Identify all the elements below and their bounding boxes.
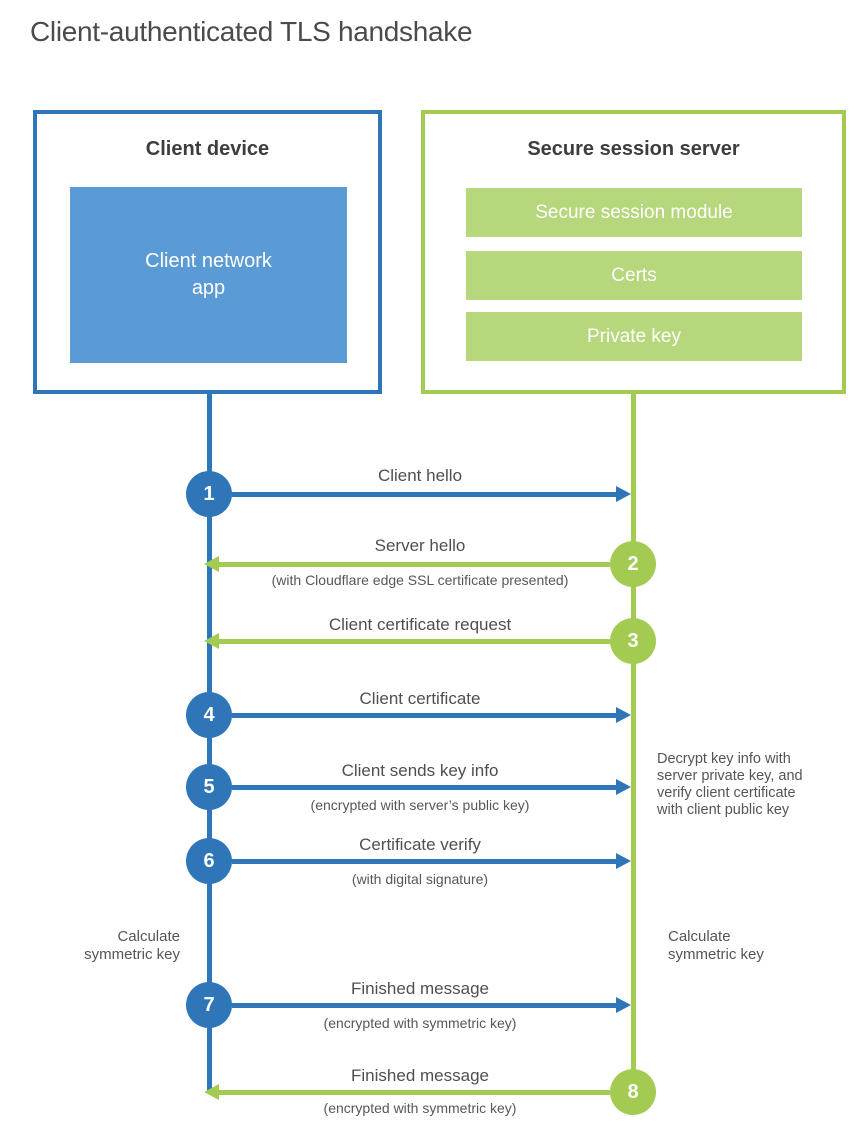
- step-8-arrow-line: [219, 1090, 610, 1095]
- step-2-badge: 2: [610, 541, 656, 587]
- client-lifeline: [207, 394, 212, 1092]
- step-2-arrowhead-icon: [204, 556, 219, 572]
- client-device-title: Client device: [145, 138, 270, 160]
- note-calculate-symmetric-key-client: Calculate symmetric key: [84, 928, 180, 963]
- step-3-arrowhead-icon: [204, 633, 219, 649]
- step-6-sublabel: (with digital signature): [351, 871, 489, 887]
- step-2-label: Server hello: [374, 536, 466, 555]
- step-5-arrowhead-icon: [616, 779, 631, 795]
- step-8-sublabel: (encrypted with symmetric key): [323, 1100, 517, 1116]
- secure-session-server-title: Secure session server: [527, 138, 740, 160]
- step-7-arrowhead-icon: [616, 997, 631, 1013]
- step-2-arrow-line: [219, 562, 610, 567]
- step-7-sublabel: (encrypted with symmetric key): [323, 1015, 517, 1031]
- note-calculate-symmetric-key-server: Calculate symmetric key: [668, 928, 764, 963]
- step-7-badge: 7: [186, 982, 232, 1028]
- step-5-sublabel: (encrypted with server’s public key): [310, 797, 530, 813]
- note-decrypt-key-info: Decrypt key info with server private key…: [657, 751, 803, 818]
- step-3-arrow-line: [219, 639, 610, 644]
- step-1-arrow-line: [232, 492, 616, 497]
- step-5-label: Client sends key info: [341, 761, 499, 780]
- step-1-arrowhead-icon: [616, 486, 631, 502]
- step-5-arrow-line: [232, 785, 616, 790]
- step-6-arrow-line: [232, 859, 616, 864]
- server-module-secure-session-module: Secure session module: [466, 188, 802, 237]
- step-3-badge: 3: [610, 618, 656, 664]
- server-module-private-key: Private key: [466, 312, 802, 361]
- step-7-arrow-line: [232, 1003, 616, 1008]
- step-1-badge: 1: [186, 471, 232, 517]
- step-6-badge: 6: [186, 838, 232, 884]
- step-6-arrowhead-icon: [616, 853, 631, 869]
- step-5-badge: 5: [186, 764, 232, 810]
- step-6-label: Certificate verify: [359, 835, 481, 854]
- step-8-label: Finished message: [351, 1066, 489, 1085]
- step-8-badge: 8: [610, 1069, 656, 1115]
- step-4-arrow-line: [232, 713, 616, 718]
- step-4-label: Client certificate: [359, 689, 481, 708]
- server-module-certs: Certs: [466, 251, 802, 300]
- step-4-arrowhead-icon: [616, 707, 631, 723]
- step-1-label: Client hello: [377, 466, 463, 485]
- step-7-label: Finished message: [351, 979, 489, 998]
- step-2-sublabel: (with Cloudflare edge SSL certificate pr…: [271, 572, 569, 588]
- step-3-label: Client certificate request: [328, 615, 512, 634]
- page-title: Client-authenticated TLS handshake: [30, 16, 473, 47]
- client-network-app-box: Client network app: [70, 187, 347, 363]
- step-4-badge: 4: [186, 692, 232, 738]
- step-8-arrowhead-icon: [204, 1084, 219, 1100]
- server-lifeline: [631, 394, 636, 1092]
